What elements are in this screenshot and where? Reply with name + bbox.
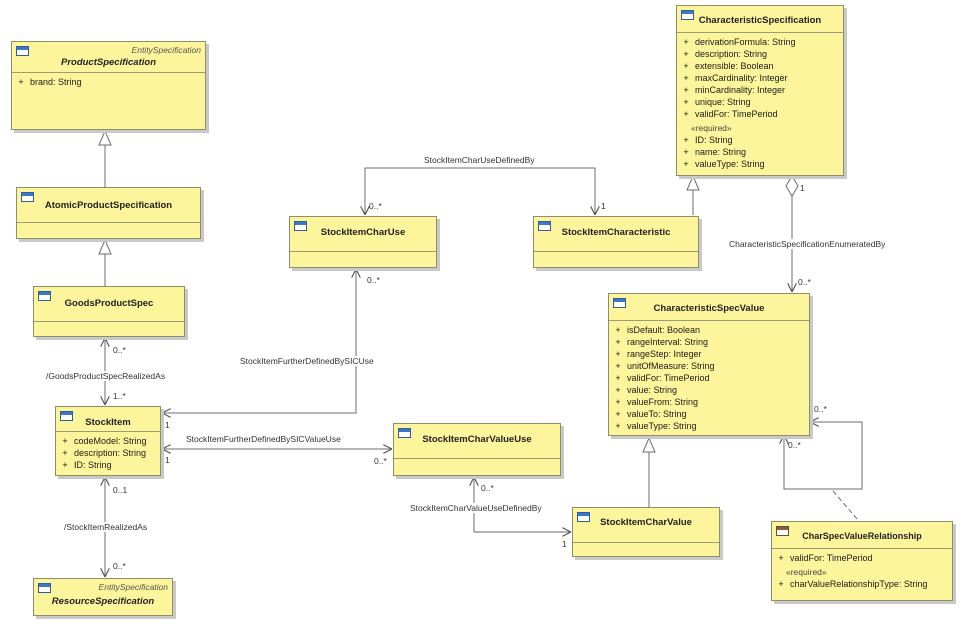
multiplicity-label: 0..* (374, 456, 387, 466)
attribute-row: +description: String (62, 448, 147, 458)
class-stock-item[interactable]: StockItem +codeModel: String +descriptio… (55, 406, 161, 476)
multiplicity-label: 1 (165, 455, 170, 465)
class-icon (613, 298, 626, 308)
multiplicity-label: 1 (562, 539, 567, 549)
multiplicity-label: 0..1 (113, 485, 128, 495)
class-name: ResourceSpecification (51, 596, 155, 607)
generalization-head (686, 174, 700, 191)
class-name: GoodsProductSpec (64, 298, 154, 309)
class-name: StockItem (85, 417, 131, 428)
attribute-row: +ID: String (62, 460, 112, 470)
attribute-row: +extensible: Boolean (683, 61, 774, 71)
required-stereotype-label: «required» (786, 567, 827, 577)
class-name: CharacteristicSpecification (698, 15, 822, 26)
multiplicity-label: 1 (165, 420, 170, 430)
attribute-row: +validFor: TimePeriod (778, 553, 873, 563)
aggregation-diamond (785, 175, 799, 197)
generalization-head (642, 436, 656, 453)
association-label: /GoodsProductSpecRealizedAs (46, 371, 166, 381)
attribute-row: +valueType: String (615, 421, 697, 431)
multiplicity-label: 1 (601, 201, 606, 211)
attribute-row: +value: String (615, 385, 678, 395)
class-name: CharSpecValueRelationship (802, 531, 922, 541)
attribute-row: +rangeStep: Integer (615, 349, 702, 359)
attribute-row: +charValueRelationshipType: String (778, 579, 928, 589)
class-icon (21, 192, 34, 202)
attribute-row: +maxCardinality: Integer (683, 73, 788, 83)
class-resource-specification[interactable]: EntitySpecification ResourceSpecificatio… (33, 578, 173, 616)
association-further-by-sicuse (162, 269, 356, 413)
class-icon (16, 46, 29, 56)
class-stock-item-char-value[interactable]: StockItemCharValue (572, 507, 720, 557)
attribute-row: +codeModel: String (62, 436, 147, 446)
class-icon (294, 221, 307, 231)
class-characteristic-specification[interactable]: CharacteristicSpecification +derivationF… (676, 5, 844, 176)
association-self-relationship (784, 422, 863, 490)
multiplicity-label: 0..* (481, 483, 494, 493)
association-char-value-use-defined-by (474, 477, 571, 532)
class-atomic-product-specification[interactable]: AtomicProductSpecification (16, 187, 201, 239)
multiplicity-label: 0..* (788, 440, 801, 450)
association-class-link (832, 490, 859, 521)
class-icon (681, 10, 694, 20)
class-stock-item-char-value-use[interactable]: StockItemCharValueUse (393, 423, 561, 476)
class-icon (398, 428, 411, 438)
class-name: ProductSpecification (60, 57, 156, 68)
class-goods-product-spec[interactable]: GoodsProductSpec (33, 286, 185, 337)
association-label: CharacteristicSpecificationEnumeratedBy (729, 239, 886, 249)
class-product-specification[interactable]: EntitySpecification ProductSpecification… (11, 41, 206, 130)
attribute-row: +description: String (683, 49, 768, 59)
class-name: AtomicProductSpecification (44, 200, 173, 211)
generalization-head (98, 129, 112, 146)
attribute-row: +valueFrom: String (615, 397, 699, 407)
multiplicity-label: 0..* (367, 275, 380, 285)
multiplicity-label: 0..* (814, 404, 827, 414)
required-stereotype-label: «required» (691, 123, 732, 133)
multiplicity-label: 0..* (798, 277, 811, 287)
attribute-row: +rangeInterval: String (615, 337, 709, 347)
multiplicity-label: 1 (800, 183, 805, 193)
class-icon (577, 512, 590, 522)
attribute-row: +unitOfMeasure: String (615, 361, 715, 371)
multiplicity-label: 1..* (113, 391, 126, 401)
association-label: StockItemCharValueUseDefinedBy (410, 503, 542, 513)
class-characteristic-spec-value[interactable]: CharacteristicSpecValue +isDefault: Bool… (608, 293, 810, 436)
attribute-row: +unique: String (683, 97, 751, 107)
class-icon (60, 411, 73, 421)
association-label: StockItemFurtherDefinedBySICValueUse (186, 434, 341, 444)
attribute-row: +derivationFormula: String (683, 37, 796, 47)
class-icon (38, 583, 51, 593)
multiplicity-label: 0..* (369, 201, 382, 211)
attribute-row: +valueTo: String (615, 409, 687, 419)
stereotype-label: EntitySpecification (131, 45, 201, 55)
attribute-row: +isDefault: Boolean (615, 325, 701, 335)
attribute-row: +validFor: TimePeriod (615, 373, 710, 383)
class-name: StockItemCharValueUse (422, 434, 532, 445)
class-stock-item-char-use[interactable]: StockItemCharUse (289, 216, 437, 268)
class-icon (538, 221, 551, 231)
association-label: /StockItemRealizedAs (64, 522, 148, 532)
attribute-row: +validFor: TimePeriod (683, 109, 778, 119)
class-name: StockItemCharacteristic (561, 227, 671, 238)
association-label: StockItemFurtherDefinedBySICUse (240, 356, 374, 366)
stereotype-label: EntitySpecification (98, 582, 168, 592)
attribute-row: +valueType: String (683, 159, 765, 169)
attribute-row: +minCardinality: Integer (683, 85, 786, 95)
multiplicity-label: 0..* (113, 561, 126, 571)
generalization-head (98, 238, 112, 255)
multiplicity-label: 0..* (113, 345, 126, 355)
association-class-icon (776, 526, 789, 536)
class-stock-item-characteristic[interactable]: StockItemCharacteristic (533, 216, 699, 268)
class-name: StockItemCharValue (600, 517, 692, 528)
association-label: StockItemCharUseDefinedBy (424, 155, 535, 165)
class-name: StockItemCharUse (320, 227, 406, 238)
attribute-row: +ID: String (683, 135, 733, 145)
attribute-row: +name: String (683, 147, 747, 157)
class-icon (38, 291, 51, 301)
class-name: CharacteristicSpecValue (653, 303, 765, 314)
class-char-spec-value-relationship[interactable]: CharSpecValueRelationship +validFor: Tim… (771, 521, 953, 601)
association-char-use-defined-by (365, 167, 595, 215)
attribute-row: +brand: String (18, 77, 82, 87)
